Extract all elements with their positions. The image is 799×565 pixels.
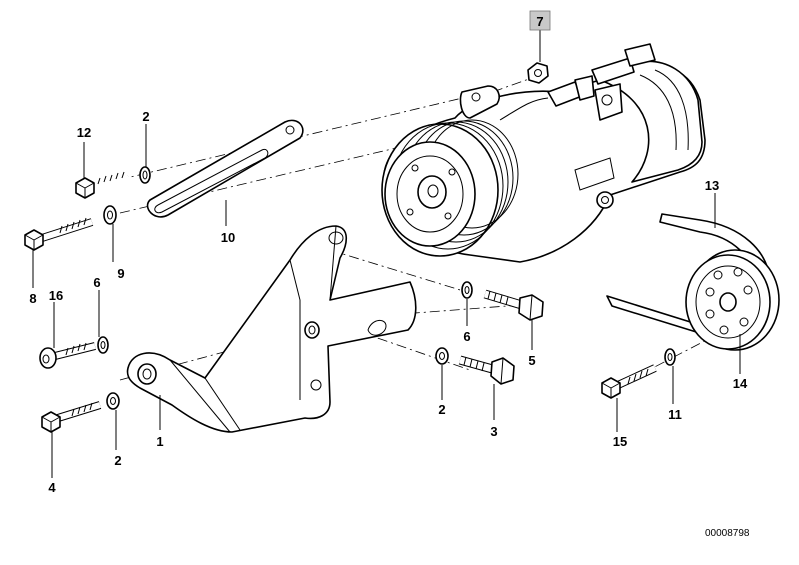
ac-compressor[interactable] xyxy=(381,43,706,263)
bolt-3[interactable] xyxy=(458,355,515,385)
bolt-16[interactable] xyxy=(39,342,96,369)
callout-11[interactable]: 12 xyxy=(77,125,91,140)
document-number: 00008798 xyxy=(705,528,750,539)
bolt-4[interactable] xyxy=(41,401,102,433)
bolt-15[interactable] xyxy=(601,364,657,399)
callout-5[interactable]: 5 xyxy=(528,353,535,368)
callout-15[interactable]: 15 xyxy=(613,434,627,449)
callout-2-top[interactable]: 2 xyxy=(142,109,149,124)
washer-2-low[interactable] xyxy=(106,392,120,410)
pulley-13[interactable] xyxy=(685,249,780,351)
callout-2-low[interactable]: 2 xyxy=(114,453,121,468)
nut-7[interactable] xyxy=(527,62,549,84)
callout-16[interactable]: 16 xyxy=(49,288,63,303)
callout-14[interactable]: 11 xyxy=(668,407,682,422)
callout-7[interactable]: 7 xyxy=(536,14,543,29)
callout-13[interactable]: 14 xyxy=(733,376,748,391)
callout-1[interactable]: 1 xyxy=(156,434,163,449)
bolt-11[interactable] xyxy=(75,171,129,199)
washer-2-top[interactable] xyxy=(139,166,151,184)
bolt-5[interactable] xyxy=(483,289,544,321)
highlight-box xyxy=(529,10,551,31)
callout-3[interactable]: 3 xyxy=(490,424,497,439)
callout-labels: 7 12 2 10 8 9 13 16 6 6 5 14 1 2 3 4 2 1… xyxy=(29,14,748,495)
callout-6-right[interactable]: 6 xyxy=(463,329,470,344)
callout-12[interactable]: 13 xyxy=(705,178,719,193)
callout-6-left[interactable]: 6 xyxy=(93,275,100,290)
washer-6-right[interactable] xyxy=(461,281,473,299)
bracket-1[interactable] xyxy=(126,225,417,433)
leader-lines xyxy=(32,30,741,478)
bolt-8[interactable] xyxy=(24,217,94,251)
callout-8[interactable]: 8 xyxy=(29,291,36,306)
washer-9[interactable] xyxy=(103,205,117,225)
callout-10[interactable]: 10 xyxy=(221,230,235,245)
callout-4[interactable]: 4 xyxy=(48,480,56,495)
strap-10[interactable] xyxy=(146,119,304,218)
washer-6-left[interactable] xyxy=(97,336,109,354)
callout-9[interactable]: 9 xyxy=(117,266,124,281)
callout-2-mid[interactable]: 2 xyxy=(438,402,445,417)
washer-14[interactable] xyxy=(664,348,676,366)
washer-2-mid[interactable] xyxy=(435,347,449,365)
